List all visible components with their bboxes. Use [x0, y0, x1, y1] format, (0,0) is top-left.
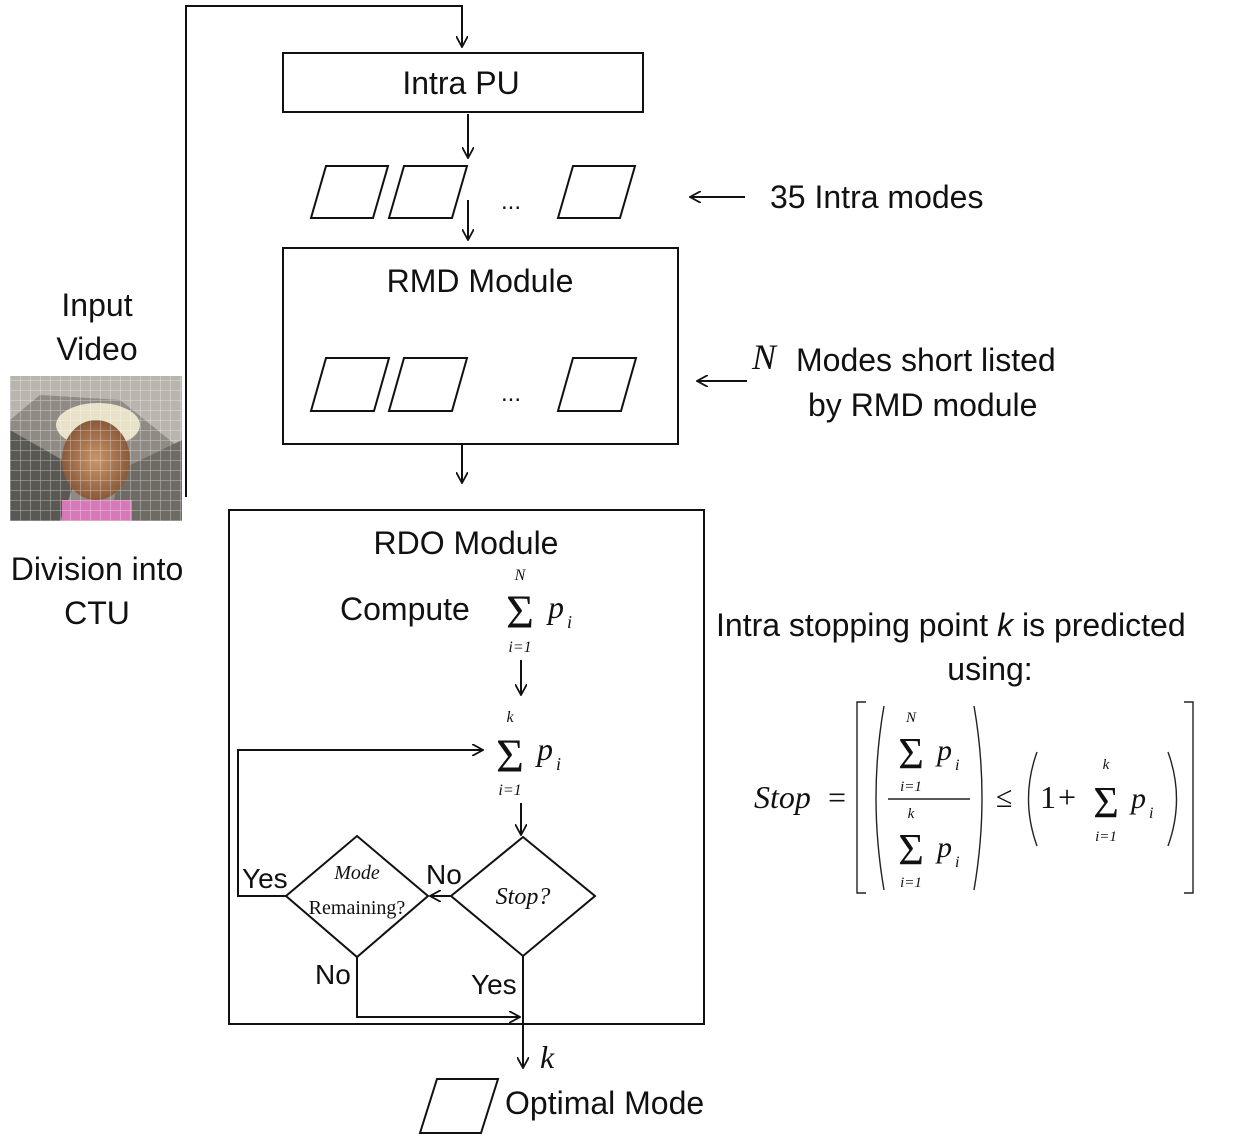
intra-pu-box	[282, 52, 644, 113]
numerator-lower-limit: i=1	[900, 779, 922, 795]
denominator-term: p	[935, 831, 952, 864]
optimal-mode-block	[418, 1078, 500, 1134]
rhs-right-paren	[1167, 751, 1178, 847]
rmd-note-line1: Modes short listed	[796, 342, 1056, 378]
rhs-term-subscript: i	[1149, 805, 1153, 822]
input-video-thumbnail	[10, 376, 182, 521]
mode-block	[387, 165, 469, 219]
mode-remaining-line1: Mode	[333, 862, 380, 884]
ctu-caption-line1: Division into	[11, 551, 184, 587]
mode-block	[387, 357, 469, 412]
ctu-caption-line2: CTU	[64, 595, 130, 631]
intra-modes-note: 35 Intra modes	[770, 179, 983, 215]
sum2-upper-limit: k	[506, 709, 514, 726]
mode-block	[556, 165, 637, 219]
rmd-module-box	[282, 247, 679, 445]
compute-label: Compute	[340, 591, 470, 627]
modes-ellipsis: ...	[501, 188, 521, 215]
optimal-mode-label: Optimal Mode	[505, 1085, 704, 1121]
output-k-label: k	[540, 1039, 555, 1075]
mode-remaining-line2: Remaining?	[309, 897, 406, 919]
stop-yes-label: Yes	[471, 969, 517, 1000]
mode-remaining-yes-label: Yes	[242, 863, 288, 894]
stop-decision-label: Stop?	[496, 884, 551, 910]
stop-formula: Stop = N Σ i=1 p i k Σ i=1 p i ≤ 1 + k Σ…	[754, 701, 1194, 894]
sum2-lower-limit: i=1	[498, 782, 521, 799]
denominator-upper-limit: k	[908, 806, 915, 822]
mode-block	[309, 165, 390, 219]
mode-remaining-no-label: No	[315, 959, 351, 990]
sum2-sigma: Σ	[496, 730, 524, 783]
numerator-sigma: Σ	[898, 729, 924, 778]
rmd-note-line2: by RMD module	[808, 387, 1037, 423]
rmd-module-title: RMD Module	[387, 263, 574, 299]
sum-k-expression: k Σ i=1 p i	[496, 709, 561, 799]
rmd-note-symbol: N	[751, 337, 778, 377]
rhs-lower-limit: i=1	[1095, 829, 1117, 845]
formula-right-bracket	[1184, 701, 1194, 894]
input-label: Input	[61, 287, 132, 323]
formula-caption-line1: Intra stopping point k is predicted	[716, 607, 1186, 643]
numerator-upper-limit: N	[905, 710, 917, 726]
sum2-term-subscript: i	[556, 754, 561, 774]
stop-no-label: No	[426, 859, 462, 890]
rmd-modes-row	[309, 357, 638, 412]
intra-pu-label: Intra PU	[402, 65, 519, 101]
rhs-left-paren	[1027, 751, 1038, 847]
video-label: Video	[56, 331, 137, 367]
numerator-term: p	[935, 734, 952, 767]
sum-n-expression: N Σ i=1 p i	[506, 567, 572, 656]
rhs-sigma: Σ	[1093, 778, 1119, 827]
formula-leq: ≤	[996, 781, 1012, 814]
mode-block	[556, 357, 638, 412]
rhs-plus: +	[1058, 779, 1076, 815]
sum1-term: p	[546, 589, 564, 625]
rdo-module-box	[228, 509, 705, 1025]
denominator-term-subscript: i	[955, 854, 959, 871]
formula-lhs: Stop	[754, 779, 811, 815]
sum1-upper-limit: N	[514, 567, 527, 584]
formula-left-bracket	[856, 701, 866, 894]
input-to-intra-pu-arrow	[185, 5, 462, 497]
rmd-ellipsis: ...	[501, 380, 521, 407]
rhs-one: 1	[1040, 779, 1056, 815]
mode-block	[309, 357, 391, 412]
formula-equals: =	[828, 779, 846, 815]
numerator-term-subscript: i	[955, 757, 959, 774]
rhs-term: p	[1129, 782, 1146, 815]
sum1-sigma: Σ	[506, 586, 534, 639]
fraction-right-paren	[973, 705, 983, 891]
denominator-lower-limit: i=1	[900, 875, 922, 891]
sum2-term: p	[535, 731, 553, 767]
mode-remaining-yes-loop-arrow	[237, 750, 483, 897]
mode-remaining-no-arrow	[356, 957, 520, 1017]
formula-caption-line2: using:	[947, 651, 1032, 687]
sum1-lower-limit: i=1	[508, 639, 531, 656]
denominator-sigma: Σ	[898, 825, 924, 874]
sum1-term-subscript: i	[567, 612, 572, 632]
rdo-module-title: RDO Module	[374, 525, 559, 561]
rhs-upper-limit: k	[1103, 757, 1110, 773]
intra-modes-row	[309, 165, 637, 219]
fraction-left-paren	[875, 705, 885, 891]
